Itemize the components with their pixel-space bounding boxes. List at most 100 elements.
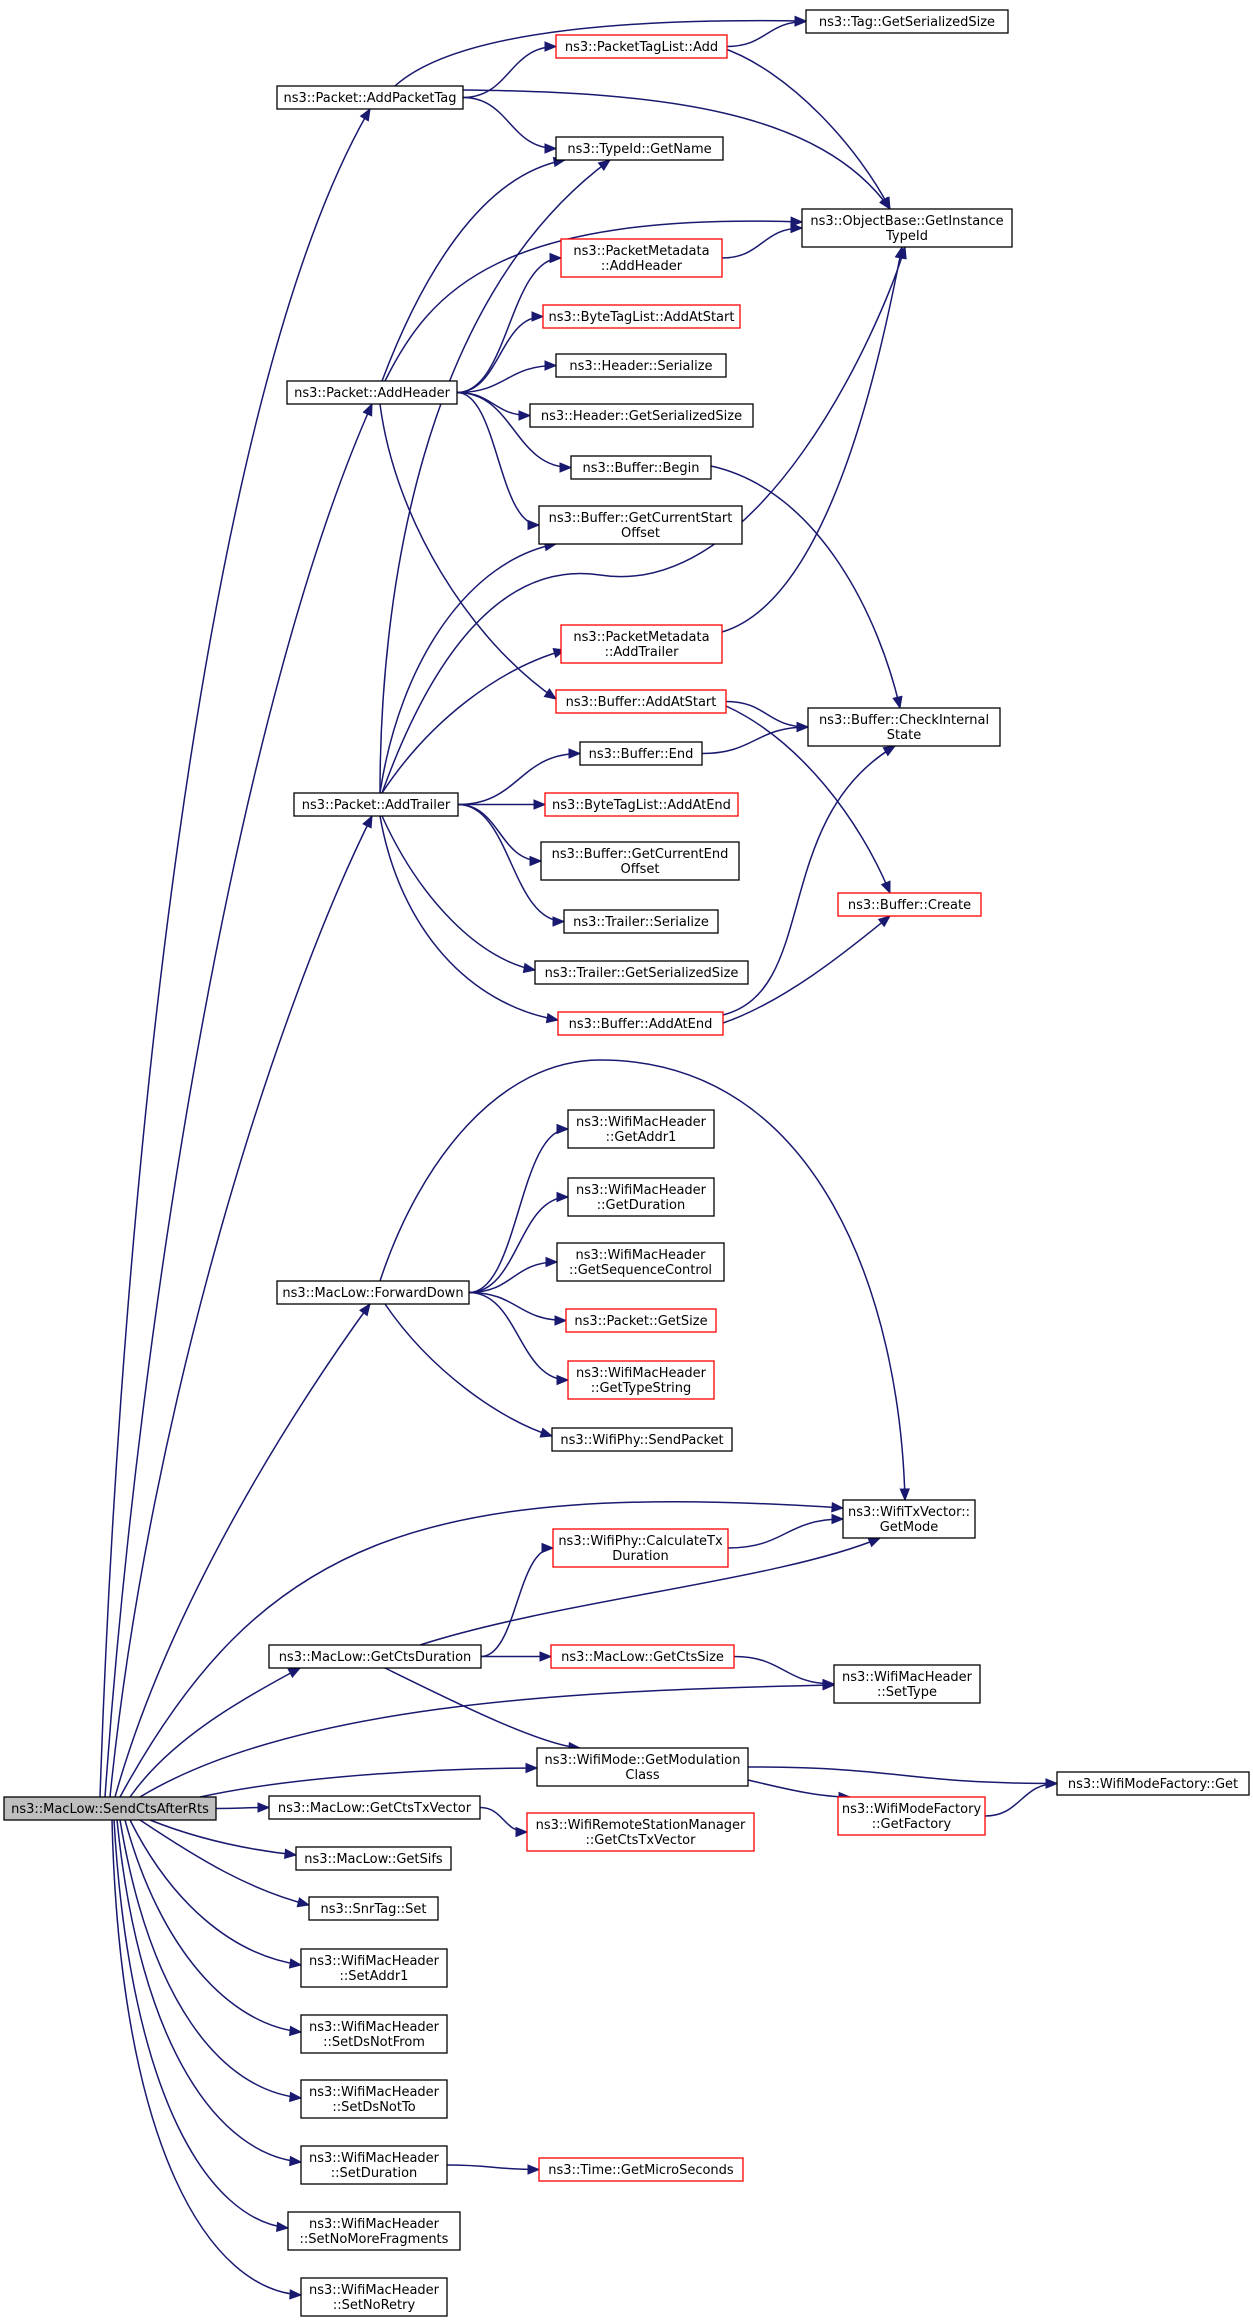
node-snrtag-set[interactable]: ns3::SnrTag::Set bbox=[308, 1896, 439, 1921]
edge-root-to-snrtag_set bbox=[139, 1819, 310, 1906]
node-wmh-setnoretry[interactable]: ns3::WifiMacHeader::SetNoRetry bbox=[300, 2277, 448, 2317]
node-label: ns3::WifiMacHeader bbox=[309, 2151, 440, 2166]
node-time-getmicro[interactable]: ns3::Time::GetMicroSeconds bbox=[538, 2157, 744, 2182]
node-buf-create[interactable]: ns3::Buffer::Create bbox=[837, 892, 982, 917]
node-trailer-serialize[interactable]: ns3::Trailer::Serialize bbox=[563, 909, 719, 934]
edge-ml_forwarddown-to-p_getsize bbox=[468, 1291, 567, 1322]
node-buf-begin[interactable]: ns3::Buffer::Begin bbox=[570, 455, 712, 480]
node-ptl-add[interactable]: ns3::PacketTagList::Add bbox=[555, 34, 728, 59]
edge-root-to-wtxv_getmode bbox=[119, 1501, 844, 1798]
edge-p_addheader-to-buf_getcurstart-arrowhead bbox=[527, 519, 541, 531]
node-btl-addatstart[interactable]: ns3::ByteTagList::AddAtStart bbox=[542, 304, 741, 329]
node-header-serialize[interactable]: ns3::Header::Serialize bbox=[555, 353, 727, 378]
node-label: ::GetFactory bbox=[872, 1817, 952, 1832]
node-box bbox=[555, 34, 728, 59]
node-wmh-getduration[interactable]: ns3::WifiMacHeader::GetDuration bbox=[567, 1177, 715, 1217]
node-label: ::GetAddr1 bbox=[606, 1130, 677, 1145]
node-box bbox=[268, 1795, 481, 1820]
edge-root-to-wmh_setnomorefrag-arrowhead bbox=[276, 2221, 290, 2233]
node-wmh-getaddr1[interactable]: ns3::WifiMacHeader::GetAddr1 bbox=[567, 1109, 715, 1149]
node-label: ::GetCtsTxVector bbox=[586, 1833, 697, 1848]
node-label: ns3::SnrTag::Set bbox=[321, 1902, 427, 1917]
node-box bbox=[555, 136, 724, 161]
edge-ml_getctsduration-to-wmode_getmodclass bbox=[384, 1667, 581, 1749]
node-p-addheader[interactable]: ns3::Packet::AddHeader bbox=[286, 380, 458, 405]
node-ml-forwarddown[interactable]: ns3::MacLow::ForwardDown bbox=[276, 1280, 470, 1305]
edge-root-to-wmh_setdsnotto-arrowhead bbox=[289, 2091, 303, 2103]
edge-ml_forwarddown-to-wphy_sendpacket bbox=[384, 1303, 553, 1437]
node-box bbox=[805, 9, 1009, 34]
node-label: ns3::ByteTagList::AddAtEnd bbox=[552, 798, 731, 813]
node-ml-getsifs[interactable]: ns3::MacLow::GetSifs bbox=[295, 1846, 452, 1871]
edge-ml_forwarddown-to-wtxv_getmode bbox=[379, 1059, 906, 1501]
node-wrsm-getctstxvector[interactable]: ns3::WifiRemoteStationManager::GetCtsTxV… bbox=[526, 1812, 755, 1852]
edge-p_addpackettag-to-typeid_getname-arrowhead bbox=[544, 143, 558, 154]
node-btl-addatend[interactable]: ns3::ByteTagList::AddAtEnd bbox=[544, 792, 739, 817]
node-wmh-setnomorefrag[interactable]: ns3::WifiMacHeader::SetNoMoreFragments bbox=[287, 2211, 461, 2251]
node-label: ns3::PacketTagList::Add bbox=[565, 40, 718, 55]
node-label: ns3::Buffer::Begin bbox=[582, 461, 699, 476]
edge-p_addheader-to-buf_begin bbox=[456, 391, 572, 469]
node-tag-getser[interactable]: ns3::Tag::GetSerializedSize bbox=[805, 9, 1009, 34]
edge-wphy_calctx-to-wtxv_getmode bbox=[727, 1518, 844, 1549]
node-box bbox=[3, 1796, 217, 1821]
edge-ptl_add-to-tag_getser-arrowhead bbox=[794, 16, 808, 27]
node-p-addpackettag[interactable]: ns3::Packet::AddPacketTag bbox=[276, 85, 464, 110]
node-wmf-getfactory[interactable]: ns3::WifiModeFactory::GetFactory bbox=[837, 1796, 986, 1836]
node-ml-getctsduration[interactable]: ns3::MacLow::GetCtsDuration bbox=[268, 1644, 482, 1669]
node-buf-end[interactable]: ns3::Buffer::End bbox=[579, 741, 703, 766]
node-label: GetMode bbox=[880, 1520, 939, 1535]
node-wphy-sendpacket[interactable]: ns3::WifiPhy::SendPacket bbox=[551, 1427, 733, 1452]
node-wmh-gettypestring[interactable]: ns3::WifiMacHeader::GetTypeString bbox=[567, 1360, 715, 1400]
node-label: ns3::WifiMacHeader bbox=[575, 1248, 706, 1263]
node-label: ns3::Trailer::GetSerializedSize bbox=[545, 966, 739, 981]
node-box bbox=[567, 1177, 715, 1217]
node-wmf-get[interactable]: ns3::WifiModeFactory::Get bbox=[1056, 1771, 1250, 1796]
edge-root-to-wmh_settype bbox=[139, 1684, 835, 1798]
edge-root-to-wmode_getmodclass-arrowhead bbox=[525, 1762, 539, 1774]
node-trailer-getser[interactable]: ns3::Trailer::GetSerializedSize bbox=[534, 960, 749, 985]
node-pm-addtrailer[interactable]: ns3::PacketMetadata::AddTrailer bbox=[560, 624, 723, 664]
edge-root-to-p_addheader bbox=[104, 403, 373, 1798]
node-wmh-setaddr1[interactable]: ns3::WifiMacHeader::SetAddr1 bbox=[300, 1948, 448, 1988]
edge-p_addtrailer-to-buf_end bbox=[457, 752, 581, 806]
node-label: Duration bbox=[612, 1549, 668, 1564]
node-p-addtrailer[interactable]: ns3::Packet::AddTrailer bbox=[293, 792, 459, 817]
node-wmh-setdsnotto[interactable]: ns3::WifiMacHeader::SetDsNotTo bbox=[300, 2079, 448, 2119]
node-wtxv-getmode[interactable]: ns3::WifiTxVector::GetMode bbox=[842, 1499, 976, 1539]
node-buf-addatstart[interactable]: ns3::Buffer::AddAtStart bbox=[555, 689, 727, 714]
node-pm-addheader[interactable]: ns3::PacketMetadata::AddHeader bbox=[560, 238, 723, 278]
node-box bbox=[837, 892, 982, 917]
node-label: ::SetType bbox=[877, 1685, 937, 1700]
edge-p_addheader-to-header_serialize bbox=[456, 364, 557, 394]
node-wmh-setdsnotfrom[interactable]: ns3::WifiMacHeader::SetDsNotFrom bbox=[300, 2014, 448, 2054]
edge-ml_getctsduration-to-ml_getctssize-arrowhead bbox=[539, 1651, 553, 1662]
node-typeid-getname[interactable]: ns3::TypeId::GetName bbox=[555, 136, 724, 161]
node-box bbox=[538, 505, 743, 545]
node-wmh-settype[interactable]: ns3::WifiMacHeader::SetType bbox=[833, 1664, 981, 1704]
edge-p_addtrailer-to-buf_addatend-arrowhead bbox=[545, 1012, 560, 1024]
edge-root-to-p_addpackettag-arrowhead bbox=[359, 107, 371, 122]
node-header-getser[interactable]: ns3::Header::GetSerializedSize bbox=[529, 403, 754, 428]
edge-buf_addatend-to-buf_create-arrowhead bbox=[877, 915, 892, 928]
node-wmh-setduration[interactable]: ns3::WifiMacHeader::SetDuration bbox=[300, 2145, 448, 2185]
node-buf-addatend[interactable]: ns3::Buffer::AddAtEnd bbox=[557, 1011, 724, 1036]
node-p-getsize[interactable]: ns3::Packet::GetSize bbox=[565, 1308, 717, 1333]
edge-wmf_getfactory-to-wmf_get-arrowhead bbox=[1045, 1778, 1059, 1789]
node-label: Offset bbox=[621, 526, 660, 541]
node-ml-getctstxvector[interactable]: ns3::MacLow::GetCtsTxVector bbox=[268, 1795, 481, 1820]
node-ml-getctssize[interactable]: ns3::MacLow::GetCtsSize bbox=[550, 1644, 735, 1669]
node-label: ns3::WifiRemoteStationManager bbox=[536, 1818, 746, 1833]
edge-ml_getctsduration-to-wphy_calctx bbox=[480, 1547, 554, 1658]
node-box bbox=[300, 2079, 448, 2119]
node-wmh-getseqctrl[interactable]: ns3::WifiMacHeader::GetSequenceControl bbox=[556, 1242, 725, 1282]
node-box bbox=[555, 689, 727, 714]
edge-root-to-wmh_setduration bbox=[116, 1819, 302, 2163]
